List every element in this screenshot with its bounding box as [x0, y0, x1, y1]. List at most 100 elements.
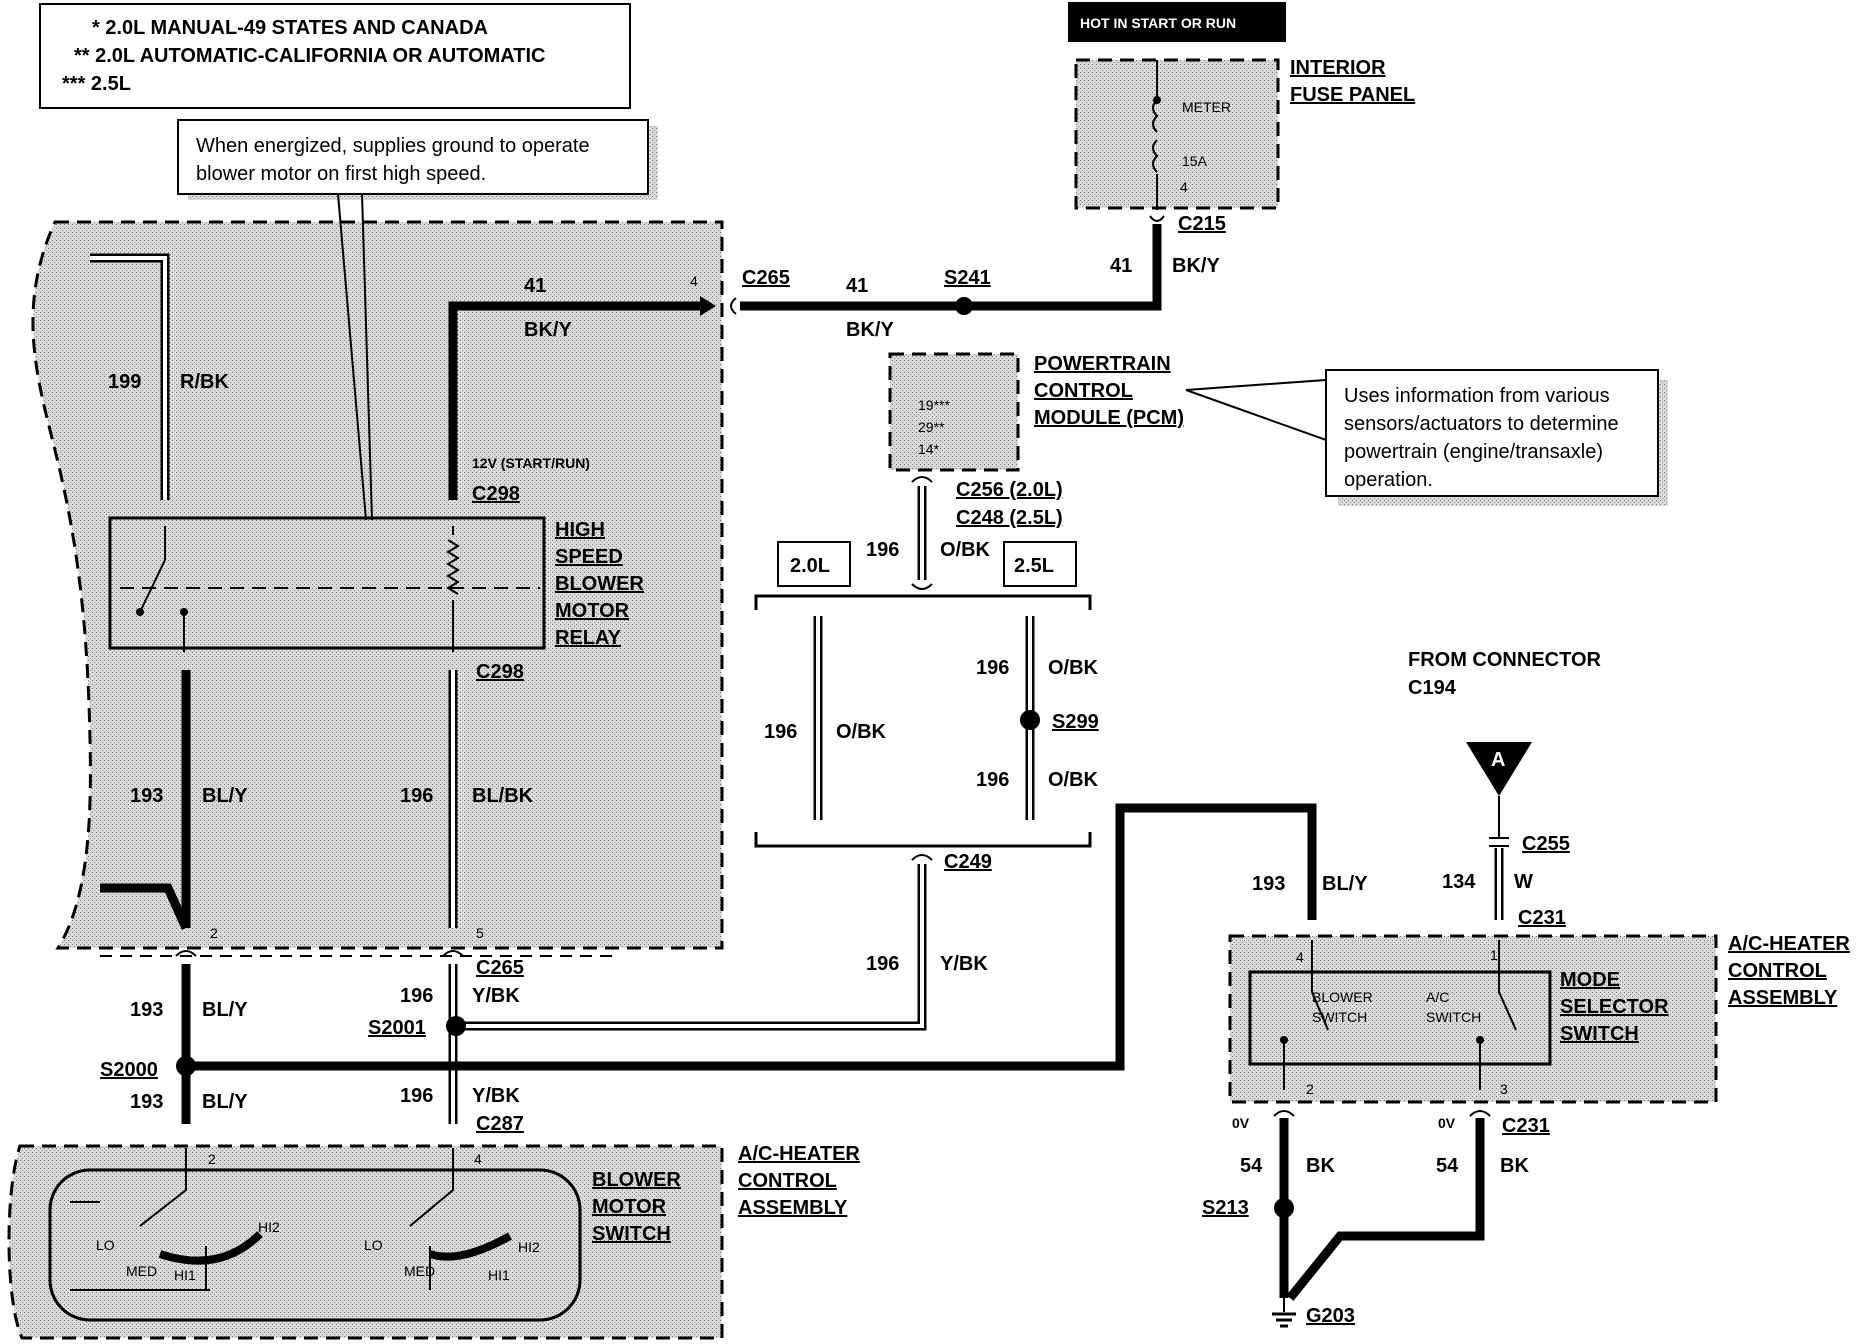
ac-heater-right-title-3: ASSEMBLY: [1728, 987, 1838, 1009]
relay-title-3: BLOWER: [555, 573, 644, 595]
c265-connector-left: [100, 950, 620, 957]
pin-4-top: 4: [690, 273, 698, 289]
relay-note-line-1: When energized, supplies ground to opera…: [196, 135, 590, 157]
blower-med-1: MED: [126, 1263, 157, 1279]
left-housing: [31, 220, 724, 950]
from-connector-line-2: C194: [1408, 677, 1457, 699]
s2000-label: S2000: [100, 1059, 158, 1081]
blower-lo-2: LO: [364, 1237, 383, 1253]
wire-196-number-inside: 196: [400, 785, 433, 807]
blower-switch-title-1: BLOWER: [592, 1169, 681, 1191]
legend-line-1: * 2.0L MANUAL-49 STATES AND CANADA: [92, 17, 488, 39]
wire-196-25l-number-2: 196: [976, 769, 1009, 791]
relay-note: When energized, supplies ground to opera…: [177, 119, 658, 521]
blower-switch-label-2: SWITCH: [1312, 1009, 1367, 1025]
blower-switch-title-3: SWITCH: [592, 1223, 671, 1245]
blower-hi2-1: HI2: [258, 1219, 280, 1235]
ground-icon: [1272, 1298, 1296, 1328]
wire-193-color: BL/Y: [202, 785, 248, 807]
pcm-pin-3: 14*: [918, 441, 940, 457]
c231-top-label: C231: [1518, 907, 1566, 929]
blower-motor-switch: LO MED HI1 HI2 LO MED HI1 HI2 2 4 BLOWER…: [48, 1148, 681, 1322]
pin-2: 2: [210, 925, 218, 941]
s213-splice: [1274, 1198, 1294, 1218]
wire-41-color-top: BK/Y: [1172, 255, 1220, 277]
wire-199-color: R/BK: [180, 371, 229, 393]
blower-pin-4: 4: [474, 1151, 482, 1167]
blower-hi2-2: HI2: [518, 1239, 540, 1255]
variant-box-2: [1003, 541, 1077, 587]
wire-196-lower-color: Y/BK: [472, 985, 520, 1007]
s2001-label: S2001: [368, 1017, 426, 1039]
pcm-title-2: CONTROL: [1034, 380, 1133, 402]
wire-196-lower-number: 196: [400, 985, 433, 1007]
wire-193-bottom-color: BL/Y: [202, 1091, 248, 1113]
wire-41-color-mid: BK/Y: [846, 319, 894, 341]
legend-line-3: *** 2.5L: [62, 73, 131, 95]
wire-41-number-mid: 41: [846, 275, 868, 297]
pcm-note-line-1: Uses information from various: [1344, 385, 1610, 407]
pcm-pin-1: 19***: [918, 397, 950, 413]
blower-lo-1: LO: [96, 1237, 115, 1253]
relay-title-4: MOTOR: [555, 600, 630, 622]
wire-41-color-inside: BK/Y: [524, 319, 572, 341]
legend-box: * 2.0L MANUAL-49 STATES AND CANADA ** 2.…: [39, 3, 631, 109]
wire-54-right-number: 54: [1436, 1155, 1459, 1177]
wire-193-right-color: BL/Y: [1322, 873, 1368, 895]
wire-196-ybk-number: 196: [866, 953, 899, 975]
wire-196-25l-number-1: 196: [976, 657, 1009, 679]
pcm-note: Uses information from various sensors/ac…: [1185, 369, 1668, 506]
wire-196-bottom-color: Y/BK: [472, 1085, 520, 1107]
wire-54-left-color: BK: [1306, 1155, 1335, 1177]
blower-switch-title-2: MOTOR: [592, 1196, 667, 1218]
blower-hi1-1: HI1: [174, 1267, 196, 1283]
wire-196-ybk-color: Y/BK: [940, 953, 988, 975]
pcm-title-1: POWERTRAIN: [1034, 353, 1171, 375]
relay-title-2: SPEED: [555, 546, 623, 568]
s2001-splice: [446, 1016, 466, 1036]
wire-193-right-number: 193: [1252, 873, 1285, 895]
fuse-meter: METER: [1182, 99, 1231, 115]
c256-label: C256 (2.0L): [956, 479, 1063, 501]
interior-fuse-panel: [1074, 58, 1280, 210]
wire-54-right-color: BK: [1500, 1155, 1529, 1177]
ac-heater-left-title-1: A/C-HEATER: [738, 1143, 860, 1165]
legend-line-2: ** 2.0L AUTOMATIC-CALIFORNIA OR AUTOMATI…: [74, 45, 545, 67]
wire-193-lower-number: 193: [130, 999, 163, 1021]
pcm-note-line-3: powertrain (engine/transaxle): [1344, 441, 1603, 463]
c265-lower: C265: [476, 957, 524, 979]
blower-hi1-2: HI1: [488, 1267, 510, 1283]
pcm-box: [888, 352, 1020, 472]
wire-193-bottom-number: 193: [130, 1091, 163, 1113]
ov-left: 0V: [1232, 1115, 1250, 1131]
s299-splice: [1020, 710, 1040, 730]
relay-supply-label: 12V (START/RUN): [472, 455, 590, 471]
fuse-panel-title-1: INTERIOR: [1290, 57, 1386, 79]
pcm-pin-2: 29**: [918, 419, 945, 435]
wire-196-pcm-number: 196: [866, 539, 899, 561]
pin-5: 5: [476, 925, 484, 941]
c215-label: C215: [1178, 213, 1226, 235]
s2000-splice: [176, 1056, 196, 1076]
terminal-a-label: A: [1491, 749, 1505, 771]
terminal-a: [1466, 742, 1532, 796]
hot-label: HOT IN START OR RUN: [1080, 15, 1236, 31]
wire-41-number-top: 41: [1110, 255, 1132, 277]
hot-label-bg: [1068, 2, 1286, 42]
mode-switch-title-1: MODE: [1560, 969, 1620, 991]
c298-bottom: C298: [476, 661, 524, 683]
s299-label: S299: [1052, 711, 1099, 733]
wire-196-color-inside: BL/BK: [472, 785, 534, 807]
wire-196-25l-color-2: O/BK: [1048, 769, 1099, 791]
c231-bottom-label: C231: [1502, 1115, 1550, 1137]
ac-switch-label-1: A/C: [1426, 989, 1449, 1005]
s241-label: S241: [944, 267, 991, 289]
c248-label: C248 (2.5L): [956, 507, 1063, 529]
fuse-pin: 4: [1180, 179, 1188, 195]
wire-54-left-number: 54: [1240, 1155, 1263, 1177]
mode-pin-4: 4: [1296, 949, 1304, 965]
mode-pin-3: 3: [1500, 1081, 1508, 1097]
mode-switch-title-2: SELECTOR: [1560, 996, 1669, 1018]
mode-pin-2: 2: [1306, 1081, 1314, 1097]
